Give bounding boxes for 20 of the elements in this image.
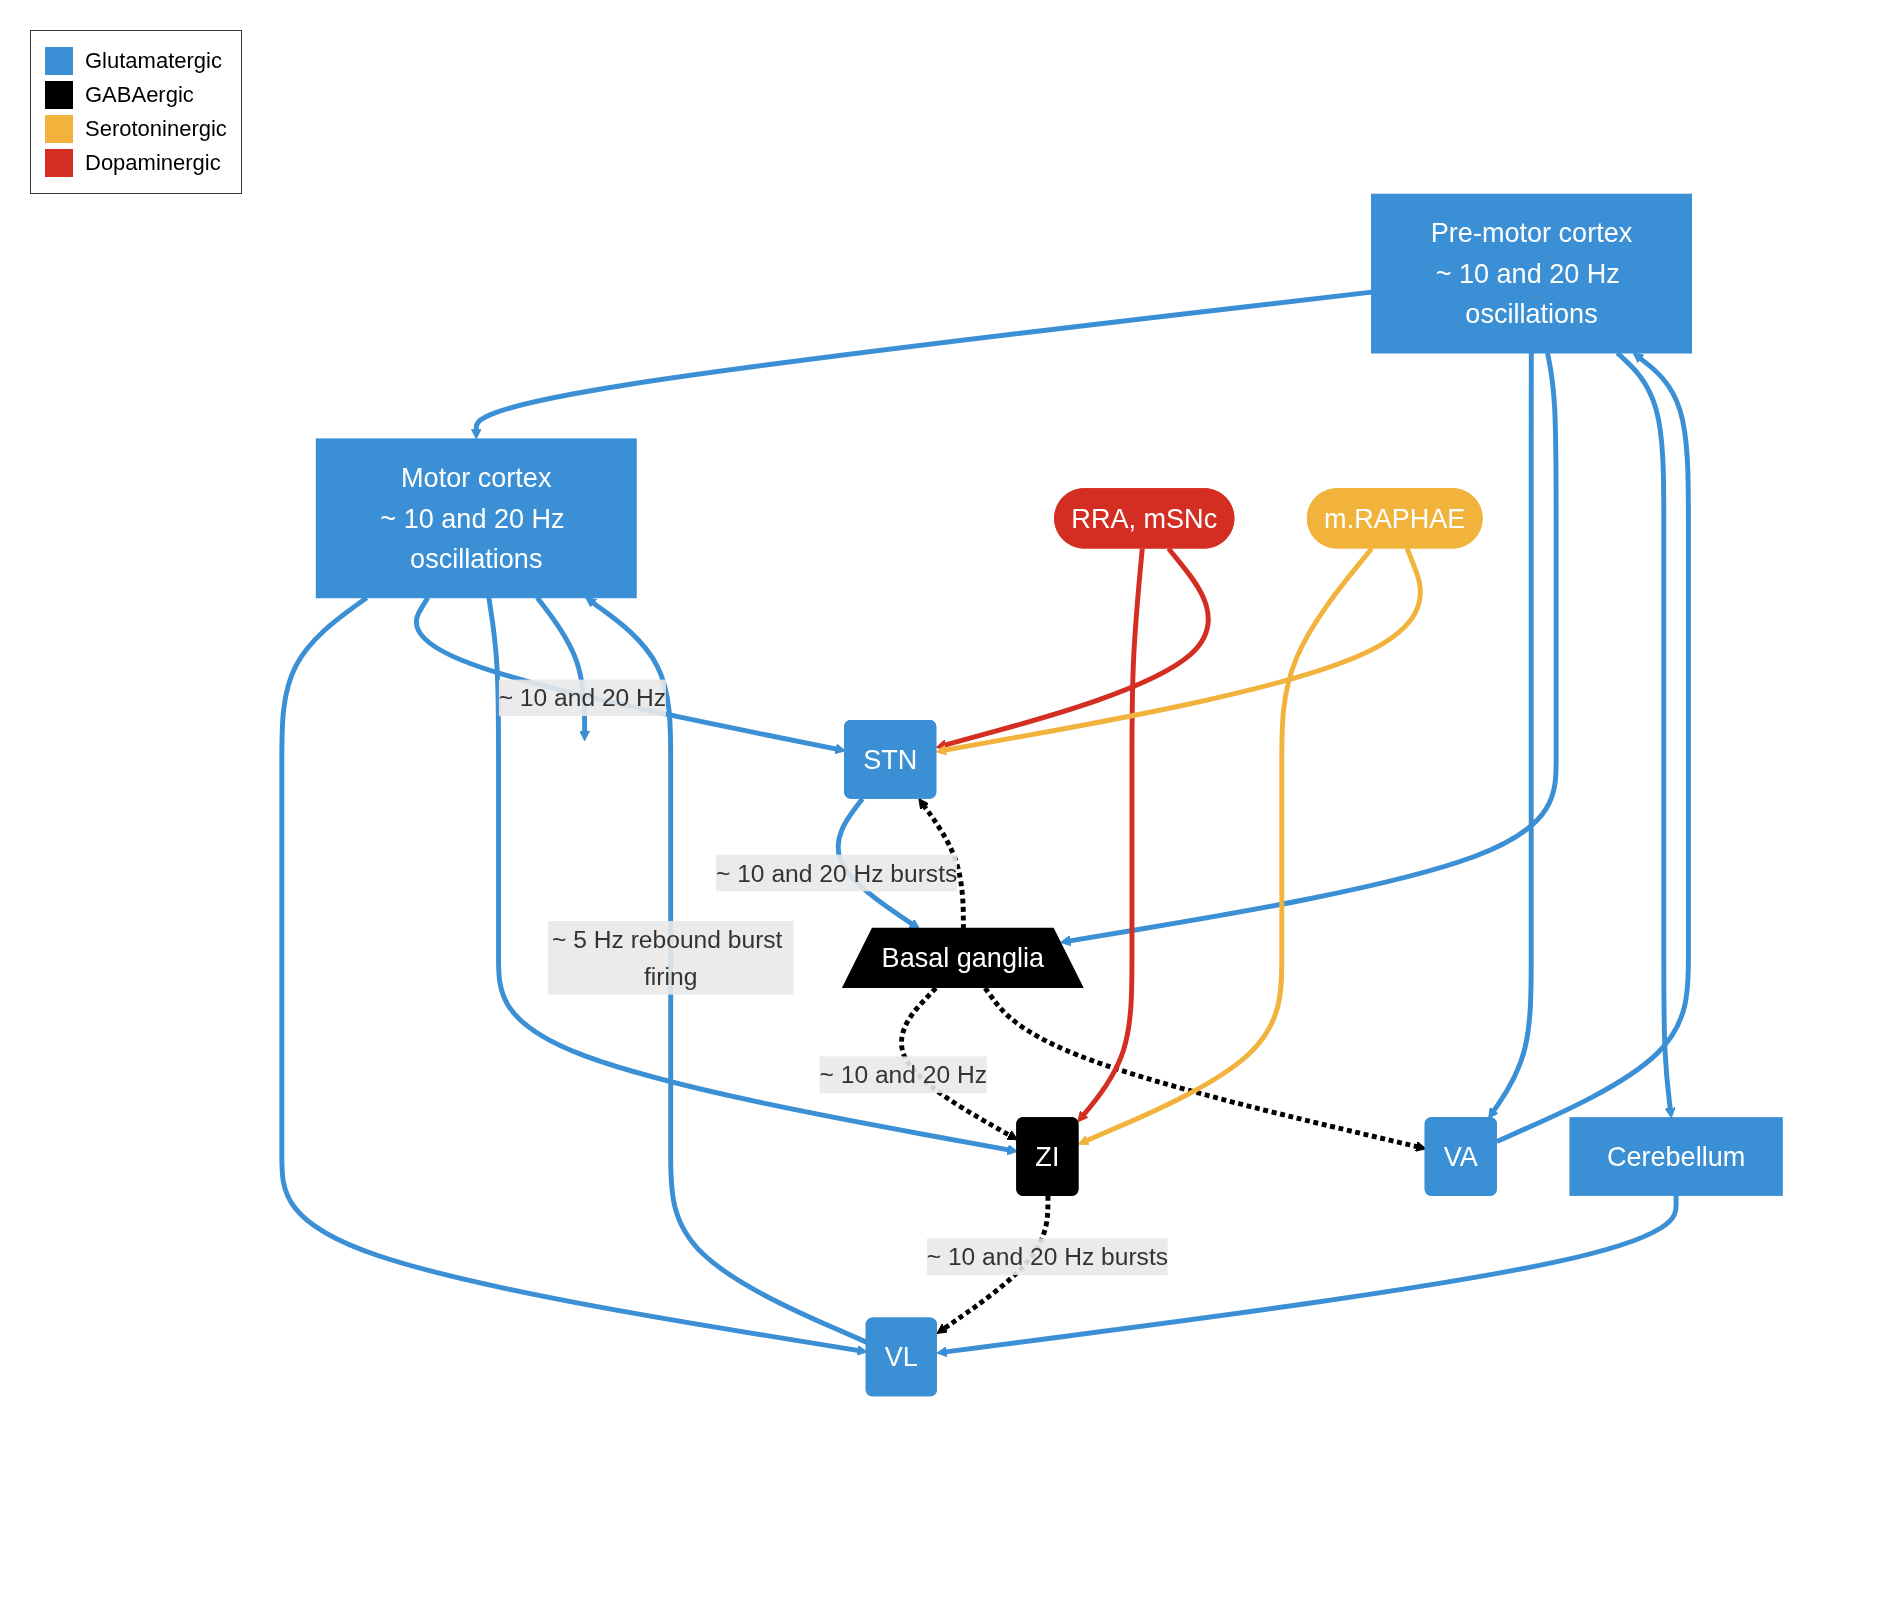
arrow	[1077, 548, 1145, 1123]
node-box: Motor cortex ~ 10 and 20 Hz oscillations	[315, 438, 637, 599]
legend-label: Glutamatergic	[85, 48, 222, 74]
legend-label: Dopaminergic	[85, 150, 221, 176]
arrow	[1077, 546, 1374, 1146]
legend-label: GABAergic	[85, 82, 194, 108]
edge-label: ~ 5 Hz rebound burst firing	[551, 925, 783, 990]
arrow	[1615, 351, 1676, 1119]
legend-label: Serotoninergic	[85, 116, 227, 142]
node-box: Pre-motor cortex ~ 10 and 20 Hz oscillations	[1370, 193, 1692, 354]
edge-label: ~ 10 and 20 Hz bursts	[926, 1243, 1168, 1271]
arrow	[1488, 352, 1534, 1119]
node-box: Cerebellum	[1569, 1117, 1783, 1196]
edge-label: ~ 10 and 20 Hz bursts	[715, 859, 958, 887]
arrow	[1059, 352, 1559, 947]
edge-label: ~ 10 and 20 Hz	[498, 684, 667, 712]
arrow	[935, 546, 1211, 751]
arrow	[470, 289, 1372, 440]
arrow	[935, 547, 1423, 756]
edge-label: ~ 10 and 20 Hz	[819, 1061, 987, 1089]
